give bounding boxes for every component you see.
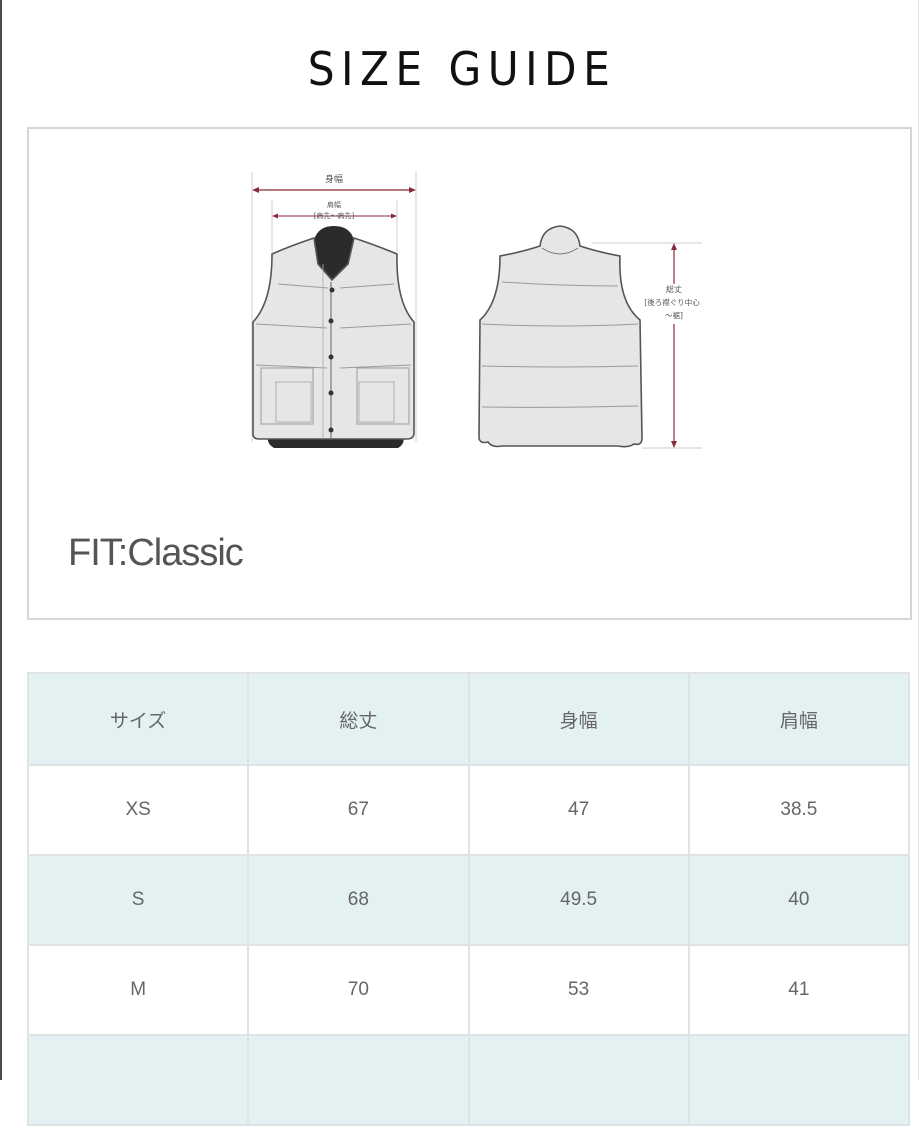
- header-size: サイズ: [26, 672, 250, 766]
- page-title: SIZE GUIDE: [307, 41, 617, 96]
- cell-total-length: 68: [247, 854, 470, 946]
- front-vest-illustration: 身幅 肩幅 [肩先〜肩先]: [251, 172, 417, 448]
- cell-body-width: 53: [467, 944, 690, 1036]
- vest-diagram-panel: 身幅 肩幅 [肩先〜肩先] 総丈 [後ろ襟ぐり中心 〜裾]: [27, 127, 912, 493]
- fit-label: FIT:Classic: [68, 532, 244, 574]
- total-length-note-end: 〜裾]: [665, 310, 683, 320]
- body-width-label: 身幅: [325, 173, 343, 185]
- cell-body-width: 49.5: [467, 854, 690, 946]
- cell-size: M: [26, 944, 250, 1036]
- cell-shoulder-width: 40: [687, 854, 911, 946]
- cell-total-length: [247, 1034, 470, 1126]
- table-row: S 68 49.5 40: [26, 854, 911, 946]
- total-length-note: [後ろ襟ぐり中心: [644, 297, 700, 307]
- fit-panel: FIT:Classic: [27, 490, 912, 620]
- header-shoulder-width: 肩幅: [687, 672, 911, 766]
- shoulder-width-note: [肩先〜肩先]: [314, 211, 355, 220]
- table-row-partial: [26, 1034, 911, 1126]
- cell-size: [26, 1034, 250, 1126]
- cell-size: S: [26, 854, 250, 946]
- table-row: XS 67 47 38.5: [26, 764, 911, 856]
- window-left-border: [0, 0, 2, 1080]
- cell-shoulder-width: [687, 1034, 911, 1126]
- cell-body-width: [467, 1034, 690, 1126]
- table-header-row: サイズ 総丈 身幅 肩幅: [26, 672, 911, 766]
- cell-total-length: 67: [247, 764, 470, 856]
- back-vest-illustration: 総丈 [後ろ襟ぐり中心 〜裾]: [478, 225, 702, 449]
- window-right-border: [918, 0, 919, 1080]
- table-row: M 70 53 41: [26, 944, 911, 1036]
- header-body-width: 身幅: [467, 672, 690, 766]
- cell-body-width: 47: [467, 764, 690, 856]
- cell-total-length: 70: [247, 944, 470, 1036]
- cell-shoulder-width: 38.5: [687, 764, 911, 856]
- vest-measurement-diagram: 身幅 肩幅 [肩先〜肩先] 総丈 [後ろ襟ぐり中心 〜裾]: [251, 172, 702, 449]
- cell-size: XS: [26, 764, 250, 856]
- cell-shoulder-width: 41: [687, 944, 911, 1036]
- shoulder-width-label: 肩幅: [327, 200, 341, 209]
- total-length-label: 総丈: [666, 284, 682, 294]
- header-total-length: 総丈: [247, 672, 470, 766]
- size-table: サイズ 総丈 身幅 肩幅 XS 67 47 38.5 S 68 49.5 40 …: [26, 672, 911, 1126]
